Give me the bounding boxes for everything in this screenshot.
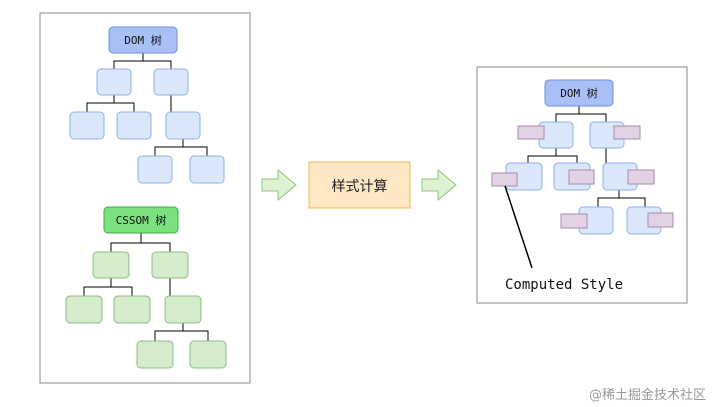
watermark-text: @稀土掘金技术社区 xyxy=(589,387,706,403)
computed-style-tag xyxy=(491,172,518,187)
dom-root-label: DOM 树 xyxy=(124,33,162,47)
dom-tree-right: DOM 树 xyxy=(491,79,674,235)
annotation-pointer-line xyxy=(504,185,533,269)
dom-tree-edges-left xyxy=(86,53,208,156)
dom-tree-edges-right xyxy=(527,106,646,207)
cssom-node xyxy=(189,340,227,369)
cssom-node xyxy=(164,295,202,324)
computed-style-annotation: Computed Style xyxy=(505,277,623,293)
arrow-right-icon xyxy=(261,168,297,202)
style-calculation-label: 样式计算 xyxy=(332,179,388,195)
cssom-tree-edges-left xyxy=(83,233,209,341)
arrow-right-icon xyxy=(421,168,457,202)
cssom-tree-left: CSSOM 树 xyxy=(65,206,227,369)
computed-style-tag xyxy=(613,125,641,140)
dom-node xyxy=(69,111,105,140)
computed-style-tag xyxy=(517,125,545,140)
computed-style-tag xyxy=(568,169,595,185)
computed-style-tag xyxy=(560,213,588,229)
dom-tree-left: DOM 树 xyxy=(69,26,225,184)
cssom-node xyxy=(92,251,130,279)
left-panel-frame xyxy=(39,12,251,384)
cssom-node xyxy=(65,295,103,324)
dom-node xyxy=(189,155,225,184)
cssom-node xyxy=(151,251,189,279)
dom-node xyxy=(165,111,201,140)
style-calculation-box xyxy=(308,161,411,209)
dom-root-node xyxy=(108,26,178,54)
dom-node xyxy=(96,68,132,96)
dom-node xyxy=(116,111,152,140)
computed-style-tag xyxy=(627,169,655,185)
dom-root-label: DOM 树 xyxy=(560,86,598,100)
cssom-root-node xyxy=(103,206,179,234)
cssom-node xyxy=(136,340,174,369)
cssom-root-label: CSSOM 树 xyxy=(116,213,167,227)
computed-style-tag xyxy=(647,212,674,228)
cssom-node xyxy=(113,295,151,324)
dom-node xyxy=(153,68,189,96)
dom-root-node xyxy=(544,79,614,107)
dom-node xyxy=(137,155,173,184)
